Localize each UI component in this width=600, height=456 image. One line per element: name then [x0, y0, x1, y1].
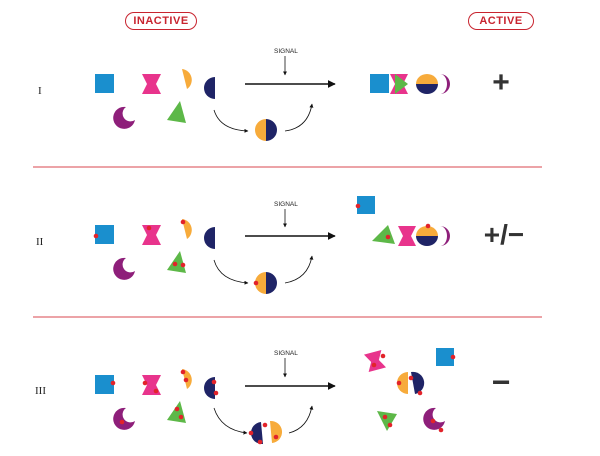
- blue-square-component: [95, 225, 114, 244]
- into-complex-arrow: [213, 407, 248, 435]
- mutation-dot: [178, 414, 184, 420]
- green-triangle-component: [372, 225, 395, 244]
- row-1-inactive-components: [95, 69, 215, 129]
- purple-crescent-component: [440, 226, 450, 246]
- row-1-intermediate-complex: [255, 119, 277, 141]
- blue-square-component: [357, 196, 375, 214]
- row-2-mutations: [93, 219, 186, 268]
- navy-semicircle-component: [416, 236, 438, 246]
- mutation-dot: [450, 354, 456, 360]
- row-3-scattered-components: [363, 348, 456, 433]
- mutation-dot: [396, 380, 402, 386]
- mutation-dot: [382, 414, 388, 420]
- row-2-numeral: II: [36, 236, 44, 248]
- mutation-dot: [408, 375, 414, 381]
- mutation-dot: [93, 233, 99, 239]
- into-complex-arrow: [213, 109, 249, 133]
- green-triangle-component: [377, 411, 397, 431]
- row-1-result: +: [492, 66, 510, 99]
- row-3-signal-arrows: [213, 358, 336, 435]
- mutation-dot: [172, 261, 178, 267]
- mutation-dot: [253, 280, 259, 286]
- out-of-complex-arrow: [284, 103, 314, 132]
- mutation-dot: [119, 419, 125, 425]
- mutation-dot: [213, 390, 219, 396]
- orange-semicircle-component: [416, 226, 438, 236]
- row-3-numeral: III: [35, 385, 46, 397]
- mutation-dot: [273, 434, 279, 440]
- out-of-complex-arrow: [288, 405, 314, 434]
- green-triangle-component: [167, 401, 186, 423]
- mutation-dot: [183, 377, 189, 383]
- green-triangle-component: [167, 101, 186, 123]
- blue-square-component: [370, 74, 389, 93]
- row-2-signal-label: SIGNAL: [274, 201, 298, 208]
- navy-semicircle-component: [204, 77, 215, 99]
- mutation-dot: [430, 418, 436, 424]
- pink-bowtie-component: [363, 349, 387, 373]
- mutation-dot: [425, 223, 431, 229]
- inactive-header: INACTIVE: [125, 12, 197, 30]
- purple-crescent-component: [113, 257, 135, 280]
- mutation-dot: [110, 380, 116, 386]
- orange-semicircle-component: [397, 372, 408, 394]
- row-3-intermediate-misfold: [248, 420, 283, 445]
- mutation-dot: [355, 203, 361, 209]
- row-2-active-complex: [355, 196, 450, 246]
- mutation-dot: [146, 225, 152, 231]
- pink-bowtie-component: [142, 74, 161, 94]
- mutation-dot: [380, 353, 386, 359]
- active-header: ACTIVE: [468, 12, 534, 30]
- mutation-dot: [211, 379, 217, 385]
- row-1-active-complex: [370, 74, 450, 94]
- mutation-dot: [417, 390, 423, 396]
- row-3-signal-label: SIGNAL: [274, 350, 298, 357]
- mutation-dot: [387, 422, 393, 428]
- row-1-signal-arrows: [213, 56, 336, 133]
- mutation-dot: [262, 422, 268, 428]
- mutation-dot: [153, 388, 159, 394]
- pink-bowtie-component: [398, 226, 416, 246]
- row-3-mutations: [110, 369, 219, 425]
- mutation-dot: [438, 427, 444, 433]
- green-triangle-component: [167, 251, 186, 273]
- row-2-inactive-components: [95, 219, 215, 280]
- row-3-inactive-components: [95, 369, 215, 430]
- row-1-numeral: I: [38, 85, 42, 97]
- mutation-dot: [248, 430, 254, 436]
- into-complex-arrow: [213, 259, 249, 285]
- mutation-dot: [180, 219, 186, 225]
- orange-semicircle-component: [182, 69, 192, 89]
- mutation-dot: [257, 439, 263, 445]
- green-triangle-component: [395, 74, 408, 94]
- navy-semicircle-component: [204, 227, 215, 249]
- mutation-dot: [180, 262, 186, 268]
- blue-square-component: [436, 348, 454, 366]
- purple-crescent-component: [113, 407, 135, 430]
- out-of-complex-arrow: [284, 255, 314, 284]
- mutation-dot: [371, 362, 377, 368]
- purple-crescent-component: [440, 74, 450, 94]
- purple-crescent-component: [423, 407, 445, 430]
- blue-square-component: [95, 74, 114, 93]
- row-3-result: −: [491, 364, 511, 400]
- row-1-signal-label: SIGNAL: [274, 48, 298, 55]
- purple-crescent-component: [113, 106, 135, 129]
- mutation-dot: [142, 380, 148, 386]
- orange-semicircle-component: [182, 219, 192, 239]
- navy-semicircle-component: [411, 371, 425, 394]
- navy-semicircle-component: [416, 84, 438, 94]
- row-2-intermediate-complex: [253, 272, 277, 294]
- orange-semicircle-component: [416, 74, 438, 84]
- mutation-dot: [180, 369, 186, 375]
- pink-bowtie-component: [142, 225, 161, 245]
- mutation-dot: [174, 406, 180, 412]
- row-2-signal-arrows: [213, 209, 336, 285]
- row-2-result: +/−: [483, 219, 525, 250]
- mutation-dot: [385, 234, 391, 240]
- blue-square-component: [95, 375, 114, 394]
